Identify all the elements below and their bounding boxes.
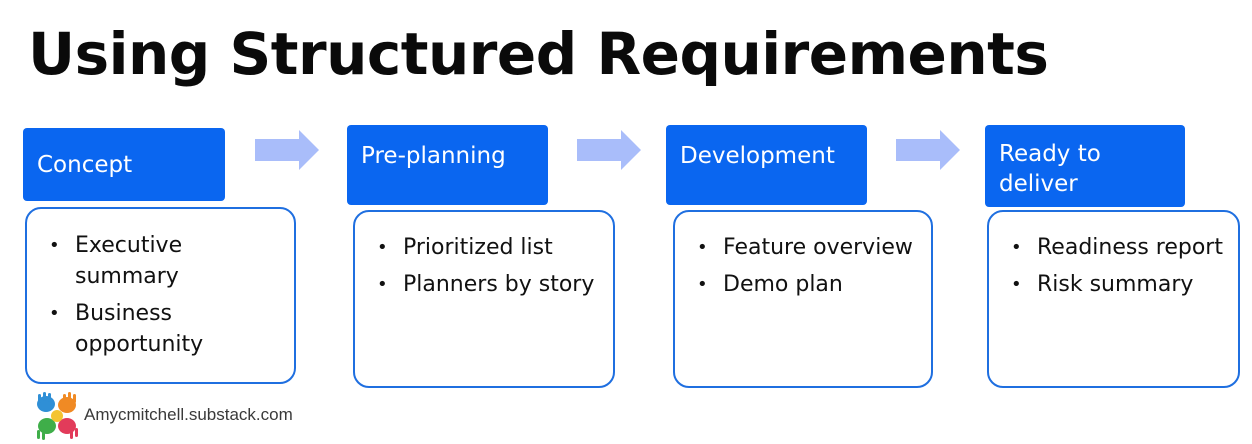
list-item: •Demo plan (697, 269, 923, 300)
list-item: •Planners by story (377, 269, 605, 300)
list-item: •Risk summary (1011, 269, 1230, 300)
list-item: •Prioritized list (377, 232, 605, 263)
stage-content-pre-planning: •Prioritized list •Planners by story (353, 210, 615, 388)
list-item: •Business opportunity (49, 298, 286, 360)
stage-header-label: Ready to deliver (999, 141, 1101, 197)
bullet-icon: • (49, 235, 60, 256)
bullet-icon: • (1011, 237, 1022, 258)
stage-header-concept: Concept (23, 128, 225, 201)
stage-item-list: •Readiness report •Risk summary (1011, 232, 1230, 306)
stage-item-list: •Feature overview •Demo plan (697, 232, 923, 306)
bullet-icon: • (697, 237, 708, 258)
stage-item-list: •Executive summary •Business opportunity (49, 230, 286, 366)
stage-header-label: Development (680, 143, 835, 169)
arrow-right-icon (255, 130, 319, 170)
stage-header-ready-to-deliver: Ready to deliver (985, 125, 1185, 207)
arrow-right-icon (896, 130, 960, 170)
bullet-icon: • (377, 274, 388, 295)
bullet-icon: • (697, 274, 708, 295)
stage-header-pre-planning: Pre-planning (347, 125, 548, 205)
bullet-icon: • (377, 237, 388, 258)
bullet-icon: • (1011, 274, 1022, 295)
bullet-icon: • (49, 303, 60, 324)
stage-header-label: Concept (37, 151, 133, 178)
list-item: •Feature overview (697, 232, 923, 263)
hands-logo-icon (34, 392, 80, 440)
stage-content-development: •Feature overview •Demo plan (673, 210, 933, 388)
stage-item-list: •Prioritized list •Planners by story (377, 232, 605, 306)
stage-content-concept: •Executive summary •Business opportunity (25, 207, 296, 384)
stage-header-development: Development (666, 125, 867, 205)
list-item: •Executive summary (49, 230, 286, 292)
site-url: Amycmitchell.substack.com (84, 405, 293, 424)
arrow-right-icon (577, 130, 641, 170)
stage-header-label: Pre-planning (361, 143, 506, 169)
page-title: Using Structured Requirements (28, 20, 1049, 88)
stage-content-ready-to-deliver: •Readiness report •Risk summary (987, 210, 1240, 388)
list-item: •Readiness report (1011, 232, 1230, 263)
